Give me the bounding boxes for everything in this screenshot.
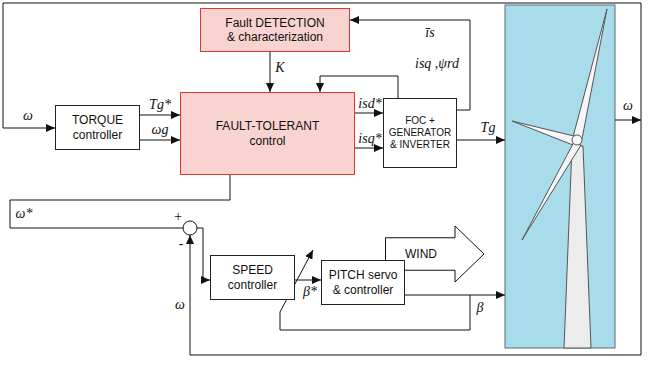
signal-label: ω*: [16, 207, 33, 221]
signal-label: -: [179, 237, 184, 251]
node-label: Fault DETECTION & characterization: [221, 16, 329, 45]
drive-box: FOC + GENERATOR & INVERTER: [383, 98, 457, 168]
signal-label: ω: [623, 99, 633, 113]
signal-label: Tg: [481, 121, 496, 135]
turbine-blade: [573, 9, 607, 139]
signal-arrow: [270, 52, 271, 92]
turbine-blade: [522, 142, 581, 240]
signal-label: Tg*: [149, 98, 171, 112]
signal-label: β*: [303, 285, 317, 299]
turbine-hub: [572, 135, 582, 145]
controller-box: SPEED controller: [210, 255, 295, 300]
controller-box: PITCH servo & controller: [321, 260, 405, 305]
node-label: PITCH servo & controller: [326, 268, 400, 297]
controller-box: TORQUE controller: [55, 105, 140, 150]
turbine-panel: [505, 5, 615, 348]
node-label: TORQUE controller: [63, 113, 133, 142]
signal-arrow: [140, 115, 180, 116]
signal-arrow: [355, 113, 383, 114]
signal-label: ω: [175, 298, 185, 312]
signal-arrow: [355, 148, 383, 149]
speed-output-wire: [615, 120, 641, 121]
signal-arrow: [350, 20, 470, 110]
signal-label: β: [477, 301, 484, 315]
signal-label: isd*: [358, 97, 381, 111]
torque-wire: [456, 140, 505, 141]
summing-junction: [183, 221, 197, 235]
detection-box: Fault DETECTION & characterization: [200, 8, 350, 52]
signal-label: īs: [425, 26, 434, 40]
node-label: FOC + GENERATOR & INVERTER: [388, 115, 452, 151]
fault-tolerant-box: FAULT-TOLERANT control: [180, 92, 355, 175]
signal-label: isq ,ψrd: [415, 57, 459, 71]
pitch-wire: [404, 295, 505, 296]
signal-arrow: [140, 140, 180, 141]
node-label: SPEED controller: [218, 263, 288, 292]
node-label: WIND: [405, 247, 465, 261]
signal-label: isq*: [358, 132, 381, 146]
signal-label: K: [275, 61, 284, 75]
turbine-blade: [512, 121, 574, 145]
turbine-tower: [564, 146, 591, 348]
signal-label: ω: [23, 109, 33, 123]
signal-label: +: [173, 210, 182, 224]
signal-arrow: [10, 175, 230, 280]
signal-label: ωg: [152, 123, 169, 137]
node-label: FAULT-TOLERANT control: [212, 119, 324, 148]
signal-arrow: [295, 280, 321, 281]
